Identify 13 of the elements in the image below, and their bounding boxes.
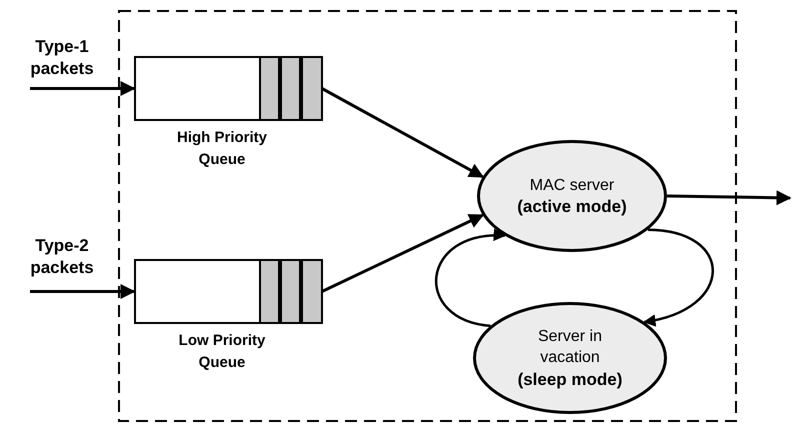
- arrow: [666, 190, 792, 206]
- arrow: [321, 87, 484, 178]
- queue-label: High Priority Queue: [176, 128, 268, 170]
- arrow: [643, 228, 714, 326]
- server-label: Server in vacation (sleep mode): [516, 326, 624, 391]
- input-label: Type-1 packets: [8, 36, 116, 86]
- server-label: MAC server (active mode): [516, 176, 628, 218]
- input-label: Type-2 packets: [8, 235, 116, 285]
- arrow: [30, 284, 136, 299]
- queue-label: Low Priority Queue: [178, 331, 266, 373]
- arrow: [30, 81, 136, 96]
- arrow: [435, 230, 506, 328]
- arrow: [321, 214, 484, 293]
